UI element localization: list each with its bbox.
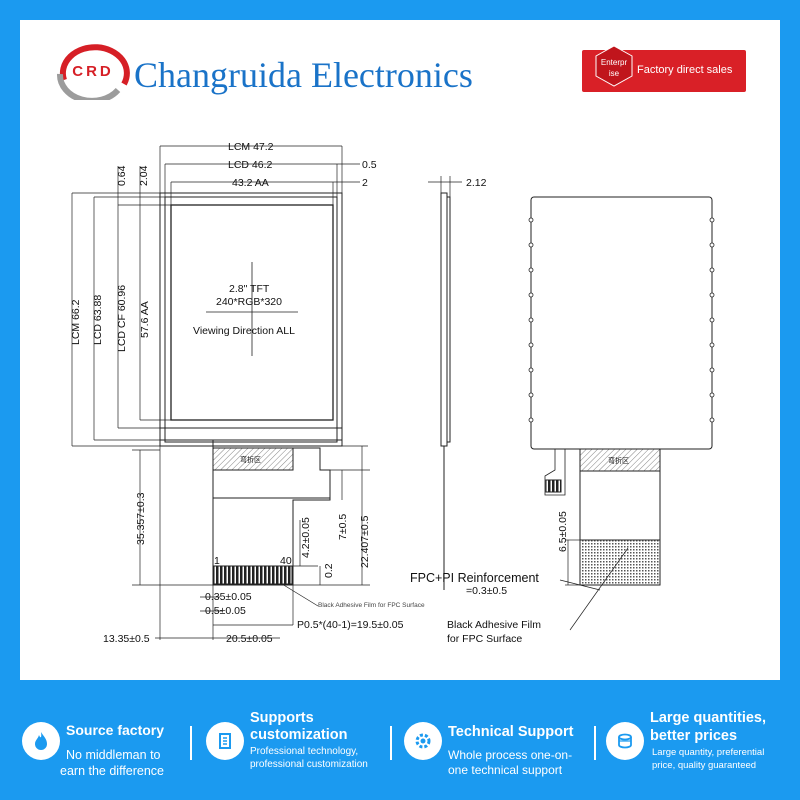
dim-0-3: =0.3±0.5 — [466, 585, 507, 597]
fpc-front — [212, 440, 331, 586]
feature-large-quantities: Large quantities, better prices Large qu… — [606, 700, 786, 780]
dim-lcm-height: LCM 66.2 — [70, 299, 82, 345]
dim-2: 2 — [362, 177, 368, 189]
pin-1: 1 — [214, 555, 220, 567]
feature-title-2: customization — [250, 727, 348, 743]
flame-icon — [22, 722, 60, 760]
feature-title-2: better prices — [650, 728, 738, 744]
dim-lcd-width: LCD 46.2 — [228, 159, 273, 171]
feature-desc-1: Whole process one-on- — [448, 748, 573, 762]
panel-viewing: Viewing Direction ALL — [193, 325, 295, 337]
factory-badge: Enterpr ise Factory direct sales — [582, 45, 746, 92]
dim-cf-height: LCD CF 60.96 — [116, 285, 128, 352]
feature-desc-2: earn the difference — [60, 764, 165, 778]
bend-label: 弯折区 — [240, 455, 261, 464]
dim-0-64: 0.64 — [116, 165, 128, 186]
dim-0-2: 0.2 — [323, 563, 335, 578]
dim-0-5: 0.5 — [362, 159, 377, 171]
badge-text: Factory direct sales — [637, 64, 733, 76]
fpc-connector — [213, 565, 293, 585]
back-view-module — [530, 196, 713, 450]
divider — [190, 726, 192, 760]
dim-4-2: 4.2±0.05 — [300, 517, 312, 558]
feature-desc-2: professional customization — [250, 759, 368, 770]
divider — [594, 726, 596, 760]
panel-size: 2.8" TFT — [229, 283, 270, 295]
coins-icon — [606, 722, 644, 760]
seal-line2: ise — [608, 69, 620, 78]
dim-20-5: 20.5±0.05 — [226, 633, 273, 645]
company-name: Changruida Electronics — [134, 55, 473, 95]
feature-desc-2: one technical support — [448, 763, 563, 777]
gear-icon — [404, 722, 442, 760]
dim-22-407: 22.407±0.5 — [359, 515, 371, 568]
lcd-outline — [164, 196, 338, 443]
dim-lcm-width: LCM 47.2 — [228, 141, 274, 153]
black-film-line1: Black Adhesive Film — [447, 619, 541, 631]
lcd-drawing: LCM 47.2 LCD 46.2 43.2 AA 0.5 2 0.64 2.0… — [70, 141, 715, 645]
feature-desc-1: No middleman to — [66, 748, 161, 762]
enterprise-seal: Enterpr ise — [592, 44, 642, 94]
crd-logo: CRD — [56, 44, 130, 100]
dim-0-35: 0.35±0.05 — [205, 591, 252, 603]
active-area — [170, 204, 334, 421]
feature-desc-2: price, quality guaranteed — [652, 760, 757, 771]
dim-lcd-height: LCD 63.88 — [92, 295, 104, 345]
feature-title: Supports — [250, 710, 314, 726]
dim-aa-height: 57.6 AA — [139, 301, 151, 338]
pin-40: 40 — [280, 555, 292, 567]
feature-title: Technical Support — [448, 724, 574, 740]
lcm-outline — [159, 192, 343, 447]
dim-7: 7±0.5 — [337, 514, 349, 540]
feature-title: Large quantities, — [650, 710, 767, 726]
black-film-small: Black Adhesive Film for FPC Surface — [318, 602, 425, 609]
dim-aa-width: 43.2 AA — [232, 177, 269, 189]
dim-2-12: 2.12 — [466, 177, 487, 189]
logo-text: CRD — [72, 63, 114, 80]
feature-customization: Supports customization Professional tech… — [206, 700, 386, 780]
feature-title: Source factory — [66, 722, 165, 738]
chip-icon — [206, 722, 244, 760]
fpc-pi-label: FPC+PI Reinforcement — [410, 571, 539, 585]
seal-line1: Enterpr — [600, 58, 628, 67]
black-film-line2: for FPC Surface — [447, 633, 522, 645]
feature-desc-1: Professional technology, — [250, 746, 359, 757]
back-bend-label: 弯折区 — [608, 456, 629, 465]
dim-pitch: P0.5*(40-1)=19.5±0.05 — [297, 619, 404, 631]
dim-35-357: 35.357±0.3 — [135, 492, 147, 545]
pi-reinforcement — [579, 539, 661, 586]
feature-desc-1: Large quantity, preferential — [652, 747, 765, 758]
feature-technical-support: Technical Support Whole process one-on- … — [404, 700, 590, 780]
dim-13-35: 13.35±0.5 — [103, 633, 150, 645]
panel-resolution: 240*RGB*320 — [216, 296, 282, 308]
dim-2-04: 2.04 — [138, 165, 150, 186]
dim-0-5b: 0.5±0.05 — [205, 605, 246, 617]
feature-source-factory: Source factory No middleman to earn the … — [22, 700, 202, 780]
side-view-module — [440, 192, 448, 447]
dim-6-5: 6.5±0.05 — [557, 511, 569, 552]
divider — [390, 726, 392, 760]
